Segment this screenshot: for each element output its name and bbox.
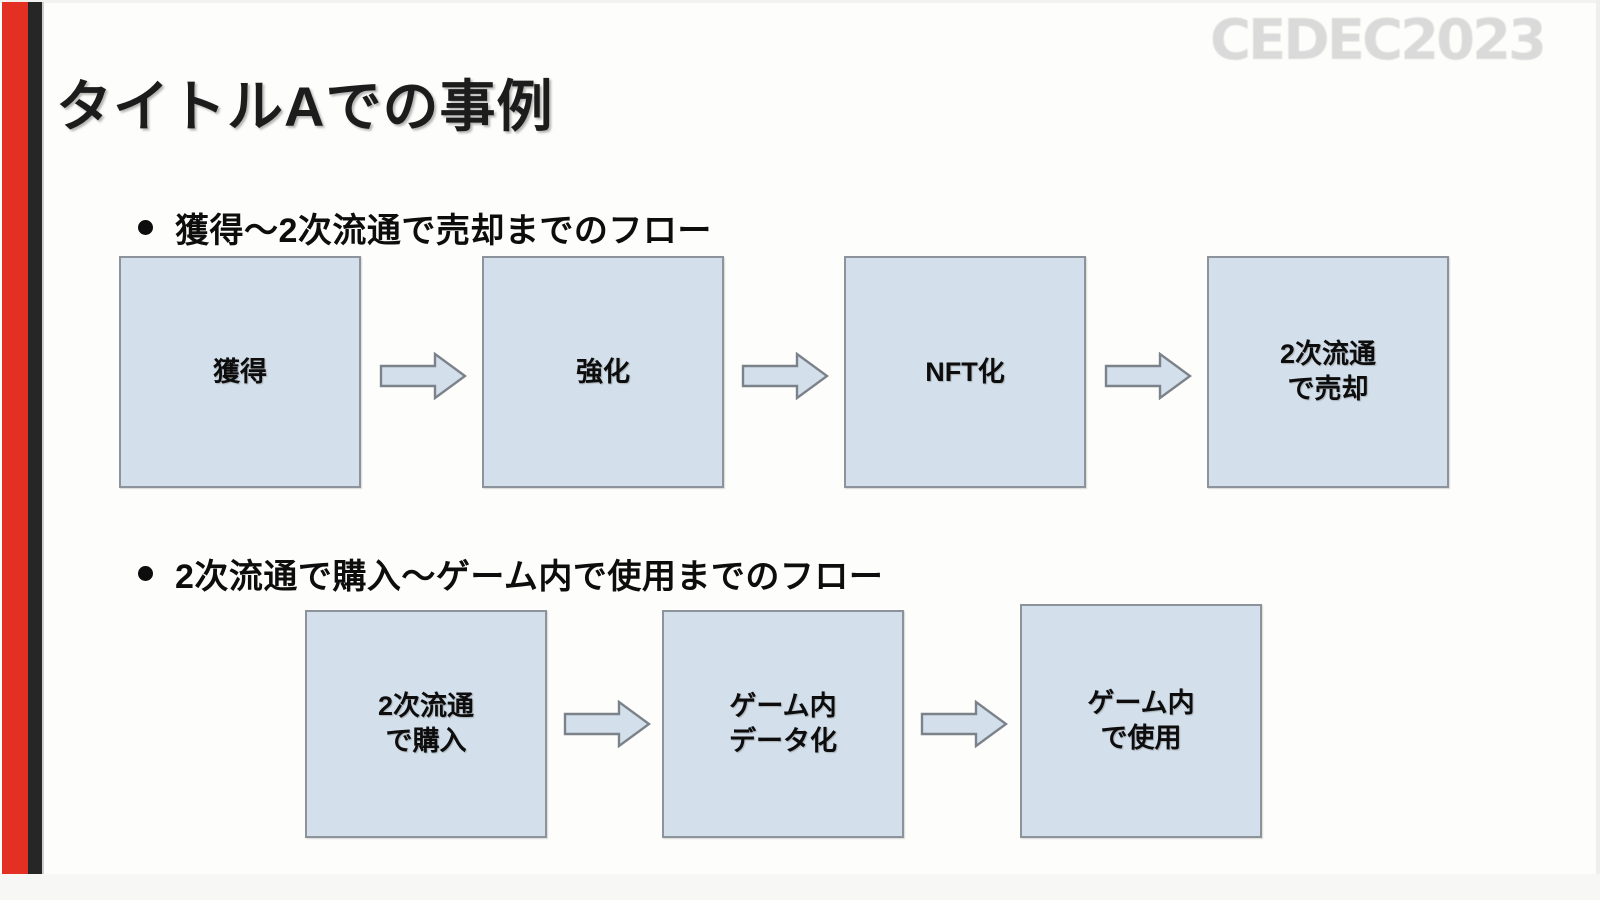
flow-step-box[interactable]: ゲーム内 で使用 [1020, 604, 1262, 838]
flow-step-box[interactable]: 獲得 [119, 256, 361, 488]
cedec-logo: CEDEC2023 [1209, 8, 1547, 73]
bullet-label: 2次流通で購入〜ゲーム内で使用までのフロー [175, 558, 884, 596]
left-accent-bar-dark [28, 2, 42, 874]
flow-step-box[interactable]: NFT化 [844, 256, 1086, 488]
flow-step-label: NFT化 [925, 356, 1005, 387]
arrow-right-icon [1104, 352, 1192, 400]
flow-step-box[interactable]: 2次流通 で売却 [1207, 256, 1449, 488]
arrow-right-icon [563, 700, 651, 748]
flow-step-label: 2次流通 で購入 [377, 691, 475, 756]
bullet-item-flow-2: 2次流通で購入〜ゲーム内で使用までのフロー [138, 549, 883, 598]
slide-right-edge [1596, 0, 1600, 900]
flow-step-box[interactable]: 2次流通 で購入 [305, 610, 547, 838]
flow-step-label: 獲得 [213, 356, 267, 387]
bullet-dot-icon [138, 566, 153, 581]
flow-step-label: ゲーム内 で使用 [1087, 688, 1195, 753]
arrow-right-icon [920, 700, 1008, 748]
bullet-dot-icon [138, 220, 153, 235]
left-accent-bar-red [2, 2, 28, 874]
flow-step-label: ゲーム内 データ化 [729, 691, 837, 756]
bullet-label: 獲得〜2次流通で売却までのフロー [175, 212, 712, 250]
flow-step-label: 強化 [576, 356, 630, 387]
flow-step-box[interactable]: 強化 [482, 256, 724, 488]
left-accent-hairline [42, 2, 44, 874]
arrow-right-icon [379, 352, 467, 400]
slide-top-edge [0, 0, 1600, 3]
bullet-item-flow-1: 獲得〜2次流通で売却までのフロー [138, 203, 712, 252]
slide-bottom-edge [0, 874, 1600, 900]
flow-step-box[interactable]: ゲーム内 データ化 [662, 610, 904, 838]
flow-step-label: 2次流通 で売却 [1279, 339, 1377, 404]
page-title: タイトルAでの事例 [56, 75, 554, 138]
arrow-right-icon [741, 352, 829, 400]
